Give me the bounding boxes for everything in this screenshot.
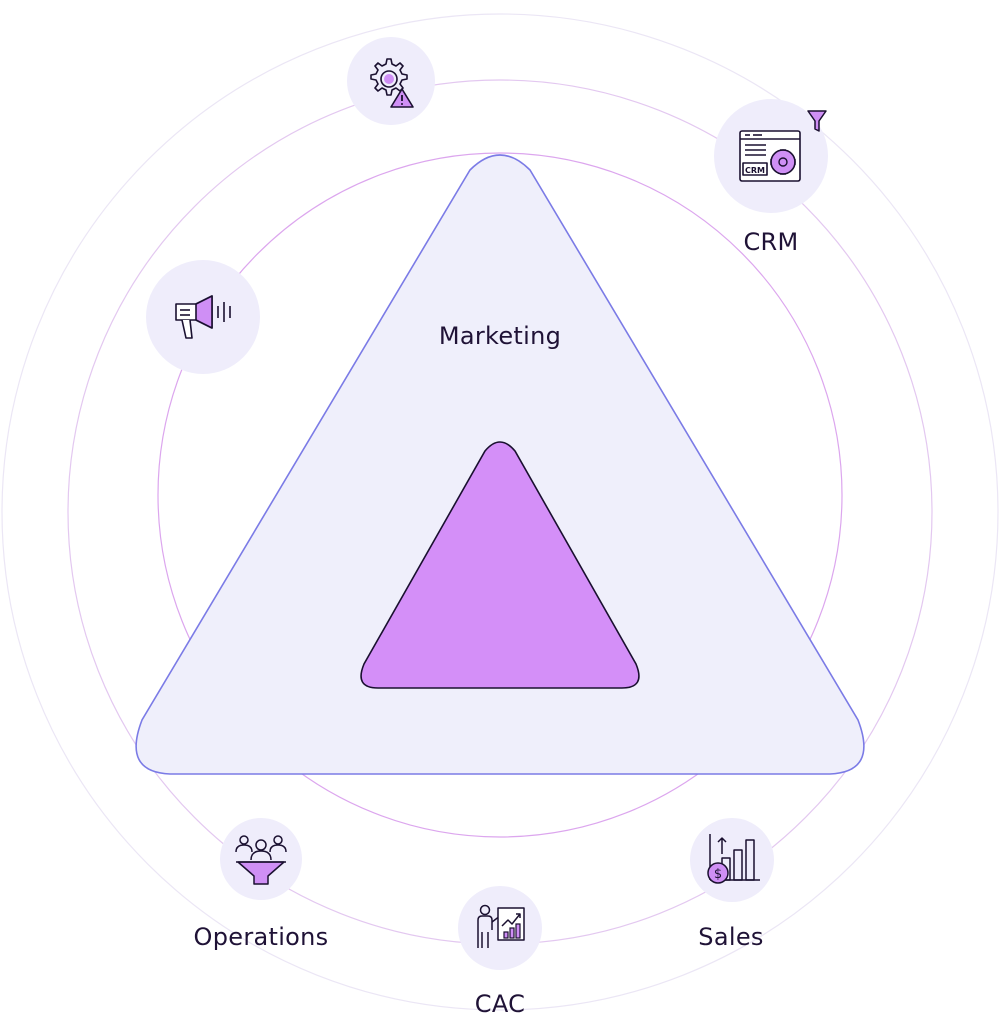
svg-text:CRM: CRM [745,166,765,175]
node-label-sales: Sales [698,923,764,951]
people-funnel-icon [235,835,287,885]
presentation-chart-icon [477,904,525,948]
megaphone-icon [175,295,231,339]
center-label: Marketing [438,322,562,350]
gear-alert-icon [370,58,414,108]
node-label-crm: CRM [743,228,799,256]
crm-dashboard-icon: CRM [739,110,827,182]
node-label-cac: CAC [474,990,526,1018]
node-cac[interactable] [458,886,542,970]
sales-growth-icon: $ [707,834,760,884]
node-megaphone[interactable] [146,260,260,374]
inner-ring [157,152,843,838]
node-gear-alert[interactable] [347,37,435,125]
outer-ring [1,13,999,1011]
node-crm[interactable]: CRM [714,99,828,213]
node-sales[interactable]: $ [690,818,774,902]
node-operations[interactable] [220,818,302,900]
svg-text:$: $ [714,867,722,882]
node-label-operations: Operations [193,923,329,951]
inner-triangle [360,441,640,689]
